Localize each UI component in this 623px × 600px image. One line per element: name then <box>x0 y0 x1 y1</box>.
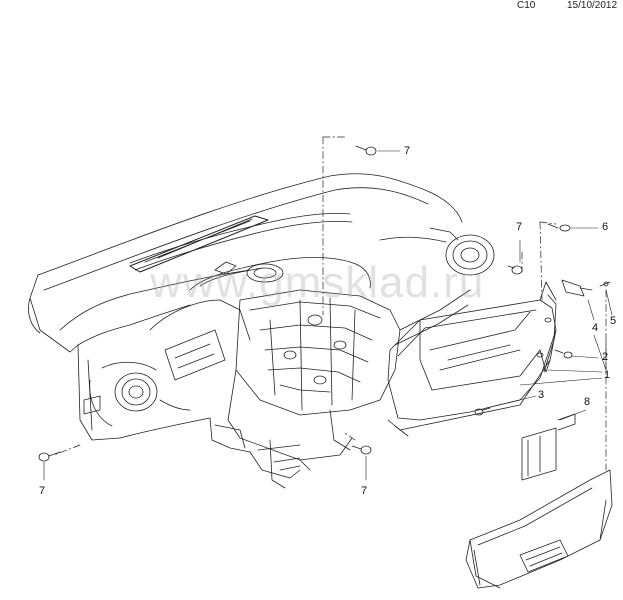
callout-3: 3 <box>538 389 545 401</box>
instrument-panel-carrier <box>28 173 495 441</box>
screw-6 <box>547 223 571 232</box>
center-support-bracket <box>209 289 471 489</box>
glove-box-latch <box>521 413 576 481</box>
drawing-code: C10 <box>517 0 536 11</box>
callout-7-bottom-center: 7 <box>361 485 368 497</box>
screw-7-bl <box>38 451 61 462</box>
leader-lines <box>43 150 613 481</box>
callout-4: 4 <box>592 322 599 334</box>
callout-7-mid: 7 <box>516 221 523 233</box>
callout-5: 5 <box>610 315 617 327</box>
callout-2: 2 <box>602 351 609 363</box>
callout-1: 1 <box>604 369 611 381</box>
callout-6: 6 <box>602 221 609 233</box>
glove-box-lid <box>465 469 613 589</box>
callout-8: 8 <box>584 396 591 408</box>
hinge-bracket-4-5 <box>561 279 611 297</box>
callout-7-bottom-left: 7 <box>39 485 46 497</box>
glove-box-housing <box>387 281 557 437</box>
screw-7-bc <box>351 445 372 455</box>
assembly-lines <box>53 136 607 471</box>
drawing-date: 15/10/2012 <box>567 0 618 11</box>
callout-7-top: 7 <box>404 145 411 157</box>
screw-7-top <box>355 145 377 156</box>
screw-7-mid <box>507 265 523 275</box>
clip-3 <box>474 407 491 416</box>
clip-2 <box>554 349 573 359</box>
